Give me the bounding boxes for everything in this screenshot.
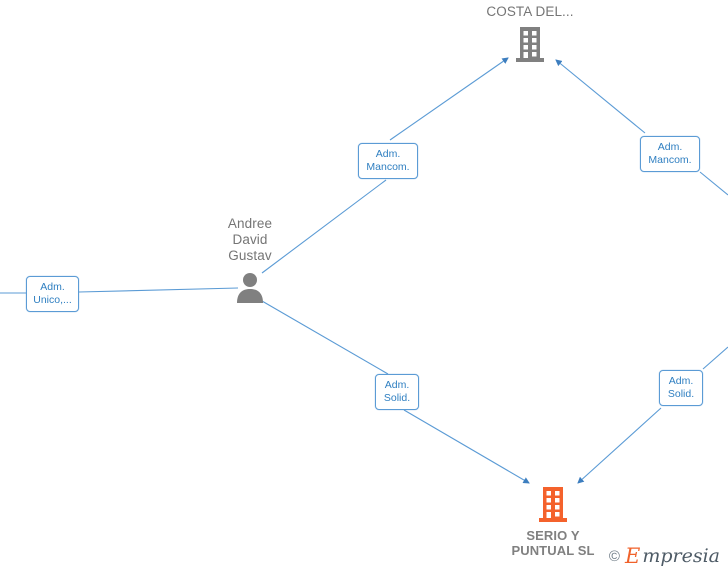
- building-icon-orange: [536, 485, 570, 525]
- edge-label-adm-unico[interactable]: Adm. Unico,...: [26, 276, 79, 312]
- edge-person-to-serio-arrow: [403, 409, 530, 484]
- edge-person-to-serio: [261, 300, 389, 375]
- copyright-icon: ©: [608, 548, 620, 565]
- edge-offscreen-to-serio: [702, 346, 728, 370]
- empresia-watermark: © E mpresia: [609, 546, 720, 567]
- edge-offscreen-to-costa: [699, 171, 728, 196]
- node-serio-y-puntual[interactable]: SERIO Y PUNTUAL SL: [478, 485, 628, 558]
- watermark-brand-initial: E: [624, 544, 641, 568]
- edge-offscreen-to-serio-arrow: [577, 407, 662, 484]
- node-andree-david-gustav[interactable]: Andree David Gustav: [175, 216, 325, 303]
- node-costa-del-label: COSTA DEL...: [486, 4, 574, 19]
- node-person-label: Andree David Gustav: [227, 216, 273, 263]
- edge-label-adm-mancom-right[interactable]: Adm. Mancom.: [640, 136, 700, 172]
- edge-person-to-costa-arrow: [389, 57, 509, 141]
- watermark-brand-rest: mpresia: [642, 545, 720, 567]
- edge-label-adm-mancom-left[interactable]: Adm. Mancom.: [358, 143, 418, 179]
- node-serio-y-puntual-label: SERIO Y PUNTUAL SL: [511, 528, 595, 558]
- edge-label-adm-solid-left[interactable]: Adm. Solid.: [375, 374, 419, 410]
- edge-offscreen-to-costa-arrow: [555, 59, 646, 134]
- person-icon: [234, 271, 266, 303]
- node-costa-del[interactable]: COSTA DEL...: [455, 4, 605, 65]
- edge-label-adm-solid-right[interactable]: Adm. Solid.: [659, 370, 703, 406]
- building-icon: [513, 25, 547, 65]
